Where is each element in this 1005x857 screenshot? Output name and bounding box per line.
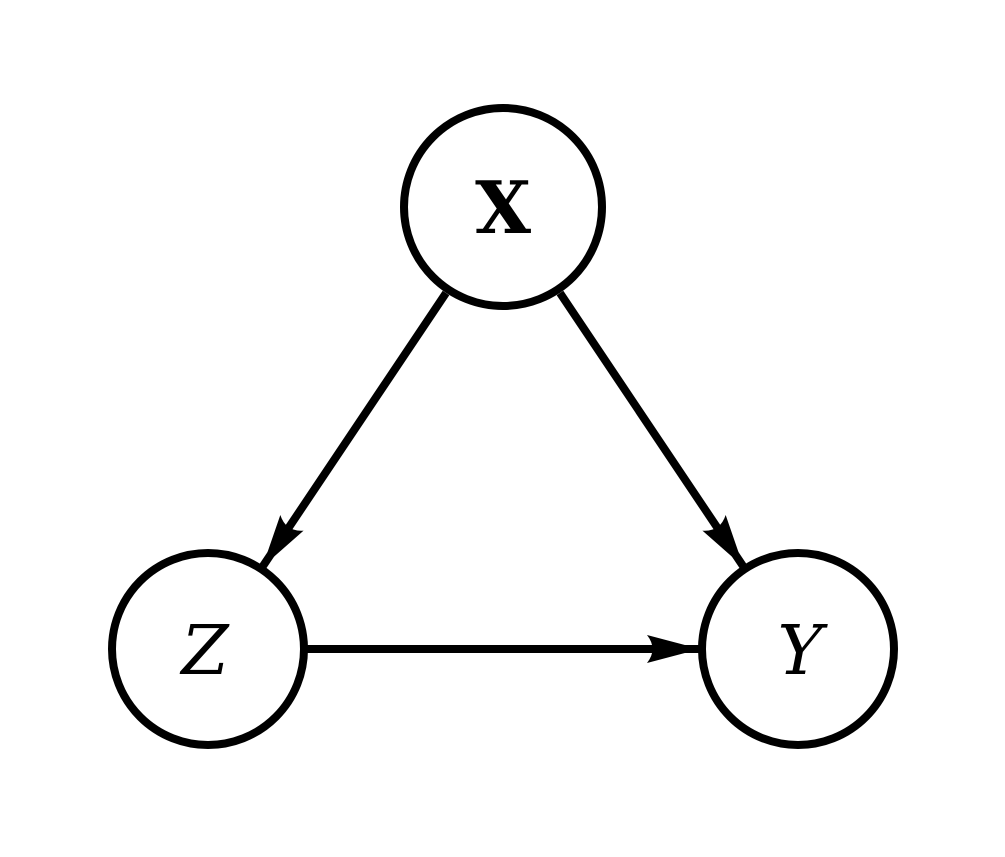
node-y: Y [698,549,898,749]
node-z-circle [108,549,308,749]
node-z-label: Z [179,612,230,691]
node-x-label: X [475,165,531,250]
node-x: X [400,104,606,310]
edge-x-to-z [259,290,450,569]
node-y-circle [698,549,898,749]
node-y-label: Y [778,612,829,691]
node-z: Z [108,549,308,749]
node-x-circle [400,104,606,310]
edge-x-to-y [556,290,747,569]
